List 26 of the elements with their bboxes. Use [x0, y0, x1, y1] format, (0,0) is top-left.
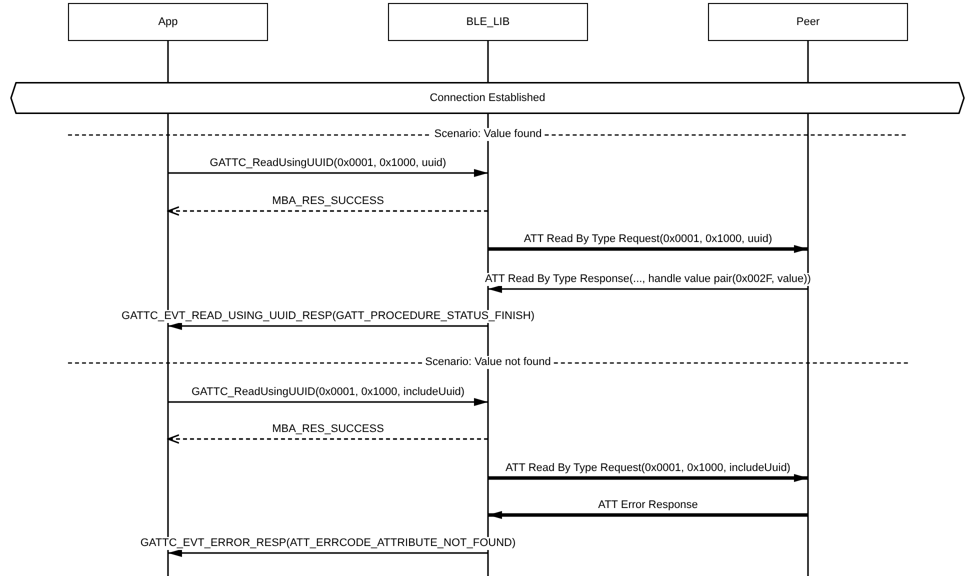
message-label: ATT Read By Type Request(0x0001, 0x1000, uuid)	[522, 233, 774, 246]
message-arrow	[168, 169, 488, 177]
message-label: MBA_RES_SUCCESS	[271, 195, 385, 208]
message-label: ATT Error Response	[597, 499, 699, 512]
message-label: MBA_RES_SUCCESS	[271, 423, 385, 436]
message-arrow	[168, 398, 488, 406]
message-arrow	[167, 206, 488, 216]
connection-band: Connection Established	[10, 82, 965, 114]
message-arrow	[488, 285, 808, 293]
message-label: ATT Read By Type Request(0x0001, 0x1000, includeUuid)	[504, 462, 792, 475]
message-label: ATT Read By Type Response(..., handle value pair(0x002F, value))	[484, 273, 812, 286]
message-arrow	[488, 511, 808, 519]
message-arrow	[167, 434, 488, 444]
message-label: GATTC_EVT_READ_USING_UUID_RESP(GATT_PROCEDURE_STATUS_FINISH)	[120, 310, 536, 323]
message-label: GATTC_EVT_ERROR_RESP(ATT_ERRCODE_ATTRIBUTE_NOT_FOUND)	[139, 537, 517, 550]
message-arrow	[488, 245, 808, 253]
participant-box: Peer	[708, 3, 908, 41]
participant-box: BLE_LIB	[388, 3, 588, 41]
message-arrow	[168, 322, 488, 330]
message-arrow	[168, 549, 488, 557]
participant-box: App	[68, 3, 268, 41]
scenario-label: Scenario: Value found	[433, 128, 543, 141]
message-label: GATTC_ReadUsingUUID(0x0001, 0x1000, includeUuid)	[190, 386, 466, 399]
message-label: GATTC_ReadUsingUUID(0x0001, 0x1000, uuid)	[208, 157, 448, 170]
message-arrow	[488, 474, 808, 482]
scenario-label: Scenario: Value not found	[424, 356, 552, 369]
